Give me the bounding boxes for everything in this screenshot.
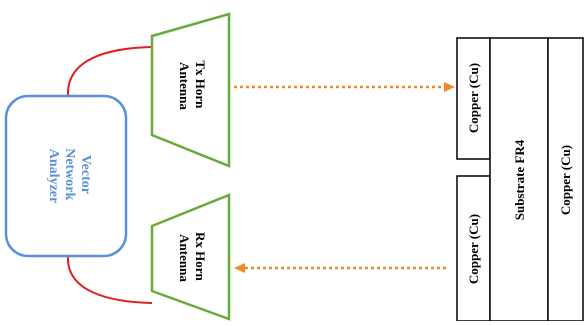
rx-horn-antenna: Rx Horn Antenna: [150, 193, 231, 321]
reflected-wave-head: [234, 263, 245, 273]
vna-label: Vector Network Analyzer: [46, 148, 93, 204]
rx-horn-label-line-2: Antenna: [177, 234, 192, 282]
vna-label-line-3: Analyzer: [46, 149, 61, 203]
vector-network-analyzer: Vector Network Analyzer: [4, 94, 128, 258]
rx-horn-shape: [150, 193, 231, 321]
vna-box: [4, 94, 128, 258]
tx-horn-label-line-1: Tx Horn: [193, 60, 208, 109]
rx-cable: [66, 255, 153, 304]
back-copper-label: Copper (Cu): [558, 145, 573, 215]
rx-horn-label-line-1: Rx Horn: [193, 232, 208, 282]
incident-wave-head: [444, 82, 455, 92]
tx-horn-antenna: Tx Horn Antenna: [150, 12, 231, 168]
substrate-label: Substrate FR4: [512, 139, 527, 220]
reflected-wave-arrow: [234, 263, 446, 273]
top-copper-label: Copper (Cu): [466, 63, 481, 133]
tx-horn-shape: [150, 12, 231, 168]
vna-label-line-2: Network: [62, 148, 77, 200]
rx-horn-label: Rx Horn Antenna: [177, 232, 208, 284]
bottom-copper-label: Copper (Cu): [466, 214, 481, 284]
tx-horn-label-line-2: Antenna: [177, 62, 192, 110]
tx-horn-label: Tx Horn Antenna: [177, 60, 208, 111]
tx-cable: [66, 46, 153, 97]
sample-stack: Copper (Cu) Copper (Cu) Substrate FR4 Co…: [456, 37, 584, 322]
incident-wave-arrow: [234, 82, 455, 92]
vna-label-line-1: Vector: [78, 155, 93, 194]
